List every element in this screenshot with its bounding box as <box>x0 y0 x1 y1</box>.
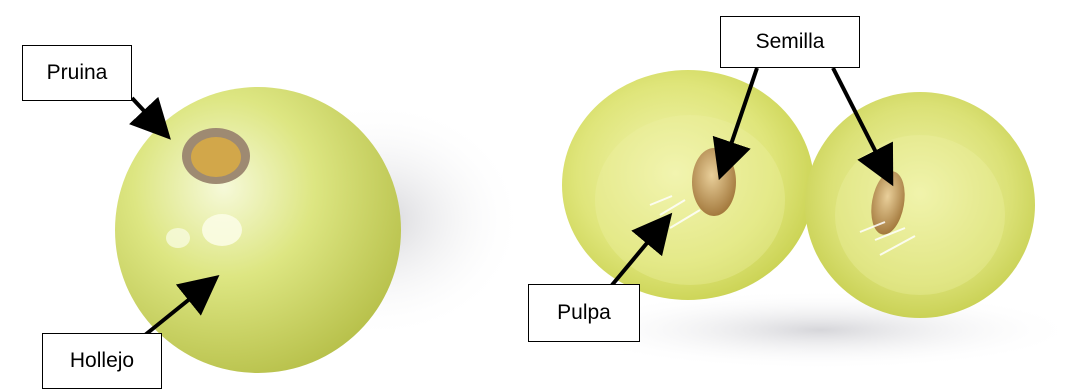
label-pulpa-text: Pulpa <box>557 301 611 325</box>
label-pulpa: Pulpa <box>528 284 640 342</box>
grape-highlight-small <box>166 228 190 248</box>
seed-1 <box>692 148 736 216</box>
grape-stem-scar-inner <box>191 137 241 177</box>
label-semilla: Semilla <box>720 16 860 68</box>
label-pruina: Pruina <box>22 45 132 101</box>
grape-highlight <box>202 214 242 246</box>
label-hollejo-text: Hollejo <box>70 349 134 373</box>
label-pruina-text: Pruina <box>47 61 108 85</box>
whole-grape <box>115 87 401 373</box>
arrow-pruina <box>132 98 160 128</box>
pulp-shine-1 <box>595 115 785 285</box>
pulp-shine-2 <box>835 135 1005 295</box>
label-semilla-text: Semilla <box>756 30 825 54</box>
